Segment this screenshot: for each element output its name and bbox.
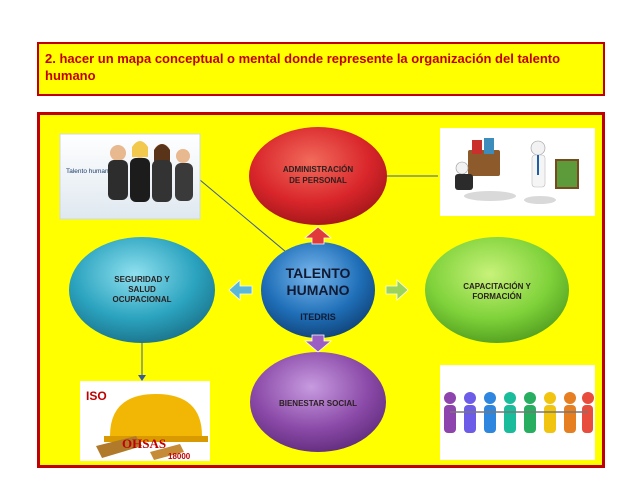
node-administracion-label-1: ADMINISTRACIÓN	[283, 165, 353, 174]
arrow-up	[303, 226, 333, 245]
center-brand-label: ITEDRIS	[300, 312, 336, 322]
title-line-2: humano	[45, 68, 96, 83]
title-line-1: 2. hacer un mapa conceptual o mental don…	[45, 51, 561, 66]
node-seguridad-label-1: SEGURIDAD Y	[114, 275, 170, 284]
node-seguridad-label-2: SALUD	[128, 285, 156, 294]
node-capacitacion-label-2: FORMACIÓN	[472, 292, 522, 301]
node-talento-humano	[261, 242, 375, 338]
photo-office-workers	[440, 128, 595, 216]
photo-people-holding-hands	[440, 365, 595, 460]
photo-hard-hat-ohsas: ISO OHSAS 18000	[80, 381, 210, 461]
node-administracion-label-2: DE PERSONAL	[289, 176, 347, 185]
arrow-left	[228, 279, 253, 301]
arrow-down	[303, 334, 333, 353]
center-label-2: HUMANO	[287, 282, 350, 298]
center-label-1: TALENTO	[286, 265, 351, 281]
node-seguridad-label-3: OCUPACIONAL	[113, 295, 172, 304]
node-bienestar-social	[250, 352, 386, 452]
photo-label-iso: ISO	[86, 389, 107, 403]
node-seguridad-salud	[69, 237, 215, 343]
arrow-right	[385, 279, 409, 301]
node-bienestar-label: BIENESTAR SOCIAL	[279, 399, 357, 408]
photo-talento-humano-team: Talento humano	[59, 133, 201, 220]
connector-photo-top-left	[199, 179, 293, 258]
connector-arrowhead	[138, 375, 146, 381]
node-administracion-personal	[249, 127, 387, 225]
title-box: 2. hacer un mapa conceptual o mental don…	[37, 42, 605, 96]
photo-caption-talento-humano: Talento humano	[66, 168, 113, 175]
node-capacitacion-label-1: CAPACITACIÓN Y	[463, 282, 531, 291]
photo-label-ohsas: OHSAS	[122, 436, 166, 451]
photo-label-18000: 18000	[168, 452, 191, 461]
node-capacitacion-formacion	[425, 237, 569, 343]
